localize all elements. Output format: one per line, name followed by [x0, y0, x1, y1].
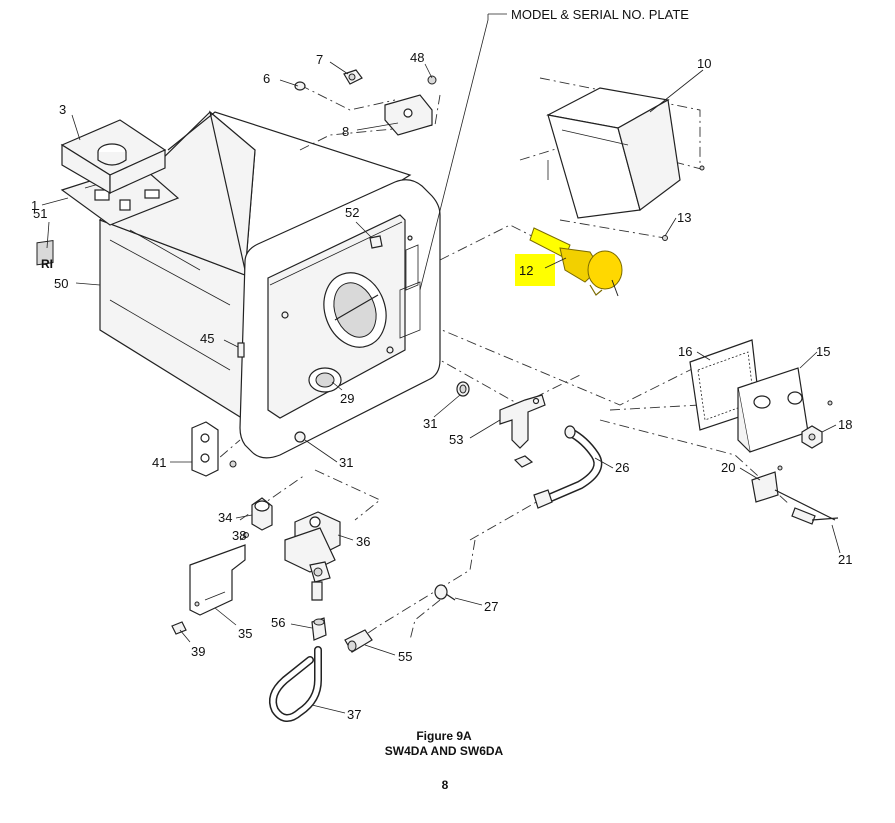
part-label-18: 18: [838, 417, 852, 432]
part-27-fitting: [434, 584, 456, 601]
figure-models: SW4DA AND SW6DA: [385, 744, 504, 758]
part-label-31-upper: 31: [423, 416, 437, 431]
part-label-15: 15: [816, 344, 830, 359]
part-label-7: 7: [316, 52, 323, 67]
part-label-41: 41: [152, 455, 166, 470]
part-26-gas-tube: [533, 425, 603, 509]
part-label-8: 8: [342, 124, 349, 139]
part-51-label-plate: RI: [36, 239, 54, 271]
part-label-45: 45: [200, 331, 214, 346]
part-55-fitting: [344, 629, 373, 653]
part-label-34: 34: [218, 510, 232, 525]
part-label-35: 35: [238, 626, 252, 641]
part-label-39: 39: [191, 644, 205, 659]
part-36-gas-valve: [284, 511, 341, 601]
part-label-6: 6: [263, 71, 270, 86]
figure-title: Figure 9A: [416, 729, 472, 743]
page-number: 8: [442, 778, 449, 792]
water-heater-tank: [98, 110, 412, 422]
part-15-burner-panel: [737, 367, 833, 453]
part-label-48: 48: [410, 50, 424, 65]
part-label-38: 38: [232, 528, 246, 543]
part-45-fitting: [237, 342, 245, 358]
part-number-labels: 1 3 6 7 8 10 12 13 15 16 18 20 21 26 27 …: [31, 50, 852, 722]
figure-caption: Figure 9A SW4DA AND SW6DA 8: [385, 729, 504, 792]
leader-lines: [41, 13, 841, 714]
part-18-nut: [801, 425, 823, 449]
part-label-20: 20: [721, 460, 735, 475]
svg-text:RI: RI: [41, 257, 53, 271]
bracket-8-assembly: [294, 69, 437, 136]
part-53-bracket: [499, 394, 546, 468]
part-label-51: 51: [33, 206, 47, 221]
part-label-29: 29: [340, 391, 354, 406]
part-35-bracket: [171, 544, 246, 635]
part-label-21: 21: [838, 552, 852, 567]
part-52-screw: [369, 235, 383, 249]
part-label-53: 53: [449, 432, 463, 447]
part-12-highlight-box: [515, 254, 555, 286]
part-label-16: 16: [678, 344, 692, 359]
part-label-36: 36: [356, 534, 370, 549]
part-label-12: 12: [519, 263, 533, 278]
part-34-elbow: [243, 497, 273, 538]
part-label-10: 10: [697, 56, 711, 71]
part-label-31-lower: 31: [339, 455, 353, 470]
part-56-fitting: [311, 617, 327, 641]
part-label-52: 52: [345, 205, 359, 220]
part-label-37: 37: [347, 707, 361, 722]
model-serial-plate-label: MODEL & SERIAL NO. PLATE: [511, 7, 689, 22]
part-label-55: 55: [398, 649, 412, 664]
part-37-tube-loop: [269, 646, 322, 722]
front-flange-frame: [239, 179, 441, 459]
part-label-3: 3: [59, 102, 66, 117]
part-20-21-electrode: [751, 465, 839, 525]
part-label-56: 56: [271, 615, 285, 630]
part-31-nut: [456, 381, 470, 397]
part-10-cover: [546, 87, 705, 241]
part-label-50: 50: [54, 276, 68, 291]
part-label-26: 26: [615, 460, 629, 475]
part-41-bracket: [191, 421, 237, 477]
part-label-27: 27: [484, 599, 498, 614]
control-board-assembly: [60, 119, 180, 226]
part-label-1: 1: [31, 198, 38, 213]
part-12-igniter-highlighted: [515, 227, 623, 297]
part-label-13: 13: [677, 210, 691, 225]
